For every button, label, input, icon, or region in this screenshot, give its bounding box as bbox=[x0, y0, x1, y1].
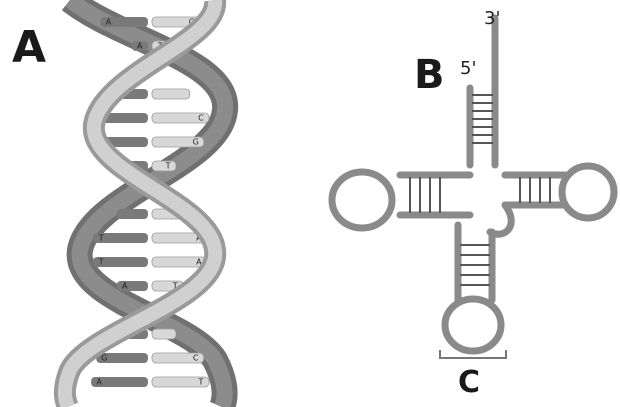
base-right bbox=[152, 329, 176, 339]
base-left-label: A bbox=[137, 42, 143, 51]
base-left-label: G bbox=[101, 354, 107, 363]
panel-b-letter: B bbox=[414, 52, 445, 98]
base-right bbox=[152, 89, 190, 99]
d-loop bbox=[332, 172, 392, 228]
panel-c-letter: C bbox=[458, 365, 480, 400]
base-right-label: G bbox=[193, 138, 199, 147]
three-prime-label: 3' bbox=[484, 8, 500, 29]
t-loop bbox=[562, 166, 614, 218]
t-arm bbox=[505, 175, 565, 205]
base-left-label: T bbox=[98, 258, 104, 267]
trna-base-ticks bbox=[410, 95, 550, 285]
base-right-label: C bbox=[193, 354, 199, 363]
base-left-label: A bbox=[96, 378, 102, 387]
base-left bbox=[117, 209, 148, 219]
anticodon-loop bbox=[445, 299, 501, 351]
anticodon-arm bbox=[458, 225, 492, 300]
base-right-label: C bbox=[198, 114, 204, 123]
base-right-label: T bbox=[165, 162, 171, 171]
base-right-label: T bbox=[197, 378, 203, 387]
base-right bbox=[152, 161, 176, 171]
panel-a-letter: A bbox=[12, 22, 46, 73]
five-prime-label: 5' bbox=[460, 58, 476, 79]
base-left-label: A bbox=[106, 18, 112, 27]
base-left-label: T bbox=[98, 234, 104, 243]
base-left-label: A bbox=[122, 282, 128, 291]
